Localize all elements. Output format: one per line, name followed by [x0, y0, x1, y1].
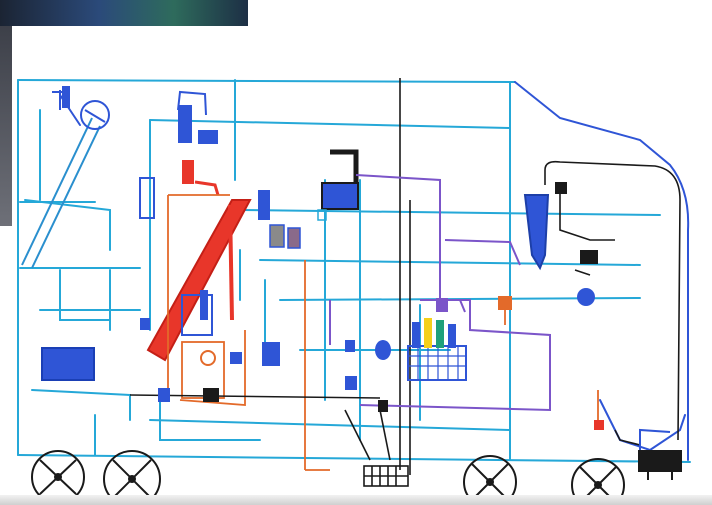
photo-background-corner [0, 0, 248, 26]
mid-rail [239, 209, 661, 216]
cabin-black-panel [580, 250, 598, 264]
cabin-black-cable [544, 160, 681, 441]
black-wiring [129, 78, 681, 475]
upper-rail [149, 119, 511, 129]
blue-junction-box [262, 342, 280, 366]
orange-gauge [200, 350, 216, 366]
left-bracket [139, 177, 155, 219]
red-valve [182, 160, 194, 184]
cabin-roof [514, 81, 690, 461]
bottom-edge [17, 454, 691, 463]
crane-arm [21, 90, 110, 269]
cabin-black-box [555, 182, 567, 194]
center-engine-box [321, 182, 359, 210]
blue-components [140, 90, 595, 402]
crane-top-block [62, 86, 70, 108]
battery-grid [363, 465, 409, 487]
orange-box [498, 296, 512, 310]
orange-wiring [167, 194, 599, 471]
wheel-3 [463, 455, 517, 505]
driver-console [638, 428, 682, 480]
black-control-box [203, 388, 219, 402]
hanging-tank [523, 194, 550, 271]
photo-bottom-edge [0, 495, 712, 505]
purple-valve [436, 298, 448, 312]
red-diagonal-pipe [146, 160, 252, 362]
crane-pulley [80, 100, 110, 130]
small-red-box [594, 420, 604, 430]
top-edge [17, 79, 516, 83]
blue-bulb [375, 340, 391, 360]
wheels [31, 450, 625, 505]
instrument-panel [407, 318, 467, 381]
cabin-blue-valve [577, 288, 595, 306]
photo-background-edge [0, 26, 12, 226]
purple-piping [329, 174, 551, 412]
small-black-box [378, 400, 388, 412]
left-blue-tank [41, 347, 95, 381]
wheel-2 [103, 450, 161, 505]
